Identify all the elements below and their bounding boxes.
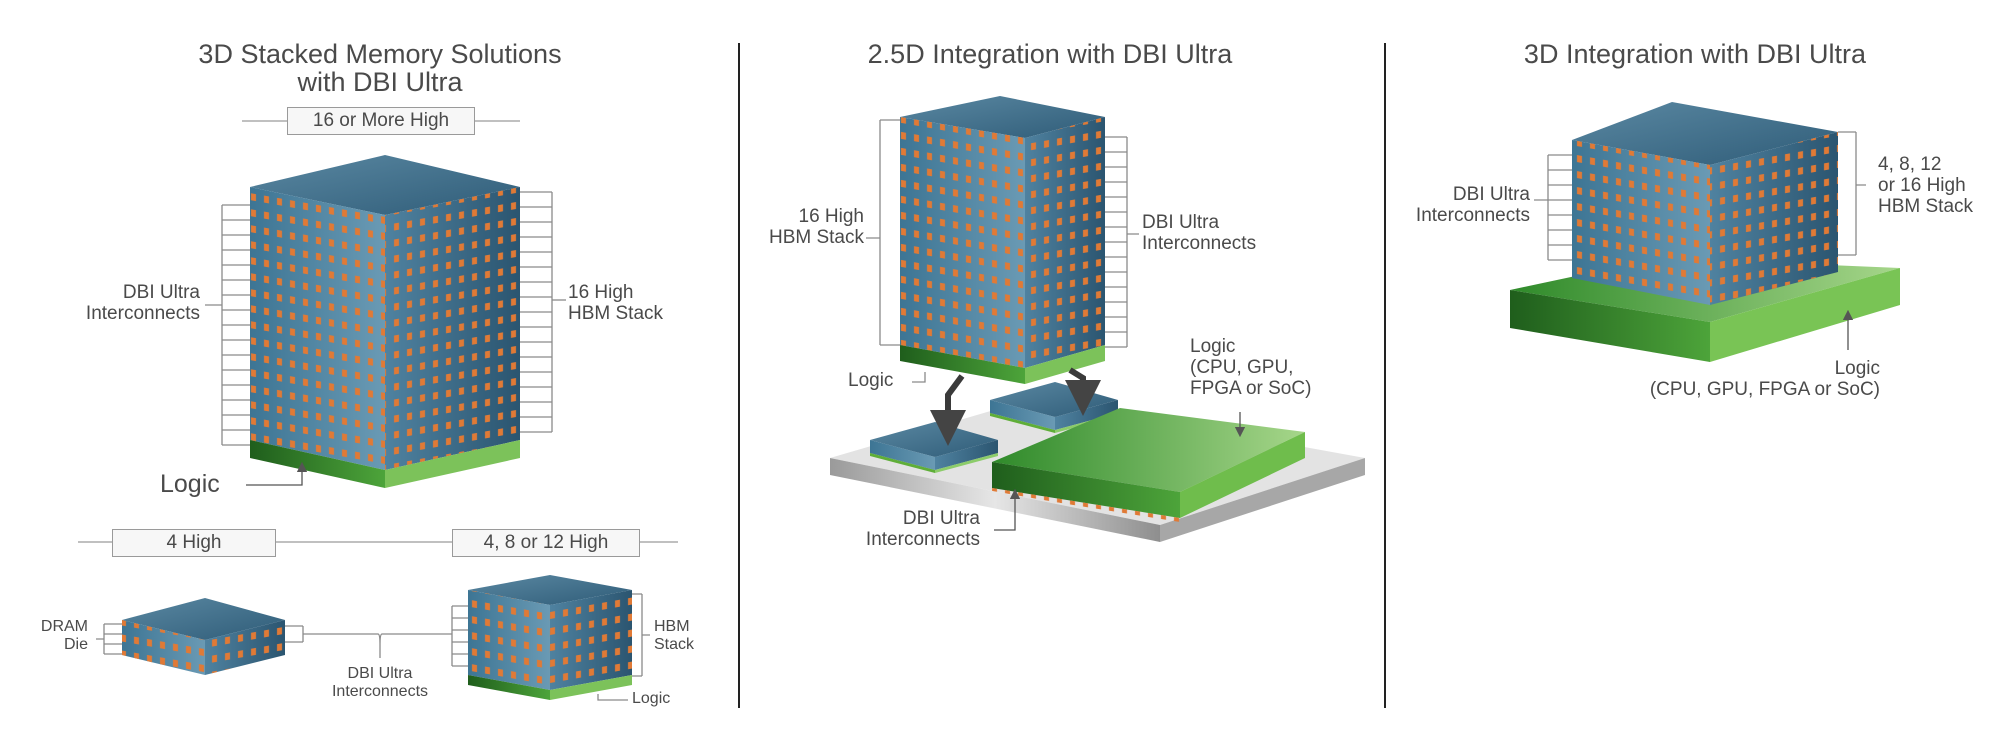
panel1-title: 3D Stacked Memory Solutions with DBI Ult… [198, 39, 562, 97]
p2-dbi-ultra-bottom-label: DBI Ultra Interconnects [865, 508, 980, 550]
badge-4-high: 4 High [112, 529, 276, 557]
hbm-small-cube [468, 575, 632, 700]
dram-4-high-cube [122, 598, 285, 675]
p1-left-bracket [205, 204, 250, 446]
hbm-small-stack-label: HBM Stack [654, 618, 695, 653]
p3-hbm-stack-label: 4, 8, 12 or 16 High HBM Stack [1878, 154, 1974, 217]
dram-die-label: DRAM Die [40, 618, 88, 653]
p3-dbi-ultra-label: DBI Ultra Interconnects [1415, 184, 1530, 226]
p1-hbm-stack-label: 16 High HBM Stack [568, 282, 664, 324]
badge-16-or-more-high: 16 or More High [287, 107, 475, 135]
p1-right-bracket [520, 191, 566, 433]
p2-dbi-ultra-label: DBI Ultra Interconnects [1142, 212, 1257, 254]
hbm-16-tower [900, 96, 1105, 384]
panel2-title: 2.5D Integration with DBI Ultra [867, 39, 1233, 69]
p3-logic-label: Logic (CPU, GPU, FPGA or SoC) [1649, 358, 1880, 400]
hbm-stack-3d [1572, 102, 1838, 305]
p2-logic-label: Logic [848, 370, 894, 391]
hbm-16-stack-cube [250, 155, 520, 488]
p1-logic-label: Logic [160, 470, 220, 498]
p2-hbm-stack-label: 16 High HBM Stack [768, 206, 864, 248]
badge-4-8-12-high: 4, 8 or 12 High [452, 529, 640, 557]
p1-dbi-ultra-bottom-label: DBI Ultra Interconnects [331, 665, 429, 700]
p1-dbi-ultra-label: DBI Ultra Interconnects [85, 282, 200, 324]
p2-logic-chip-label: Logic (CPU, GPU, FPGA or SoC) [1190, 336, 1312, 399]
p1-logic-small-label: Logic [632, 690, 671, 707]
separator-left [738, 43, 740, 708]
logic-chip [992, 408, 1305, 522]
panel3-title: 3D Integration with DBI Ultra [1523, 39, 1867, 69]
separator-right [1384, 43, 1386, 708]
